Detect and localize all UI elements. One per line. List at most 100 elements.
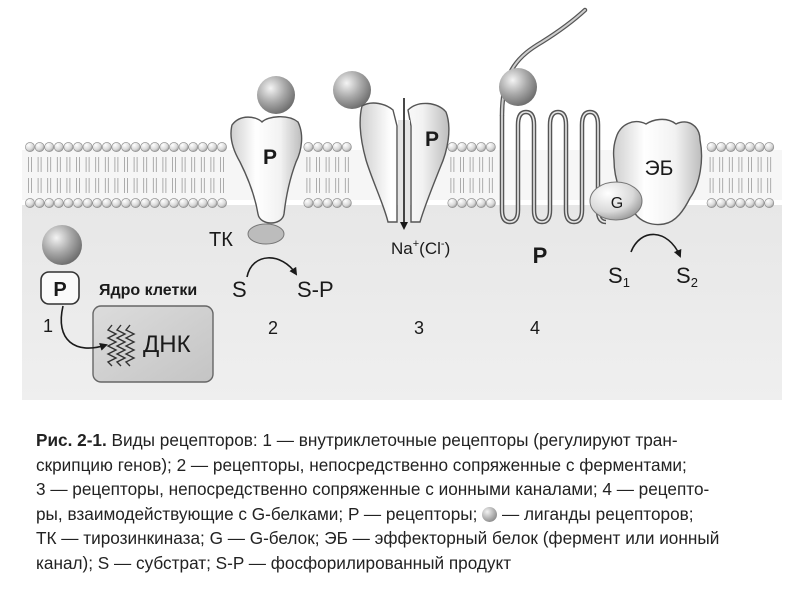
g-protein-label: G bbox=[611, 195, 623, 212]
lipid-head bbox=[735, 198, 746, 208]
lipid-tail bbox=[66, 157, 71, 172]
lipid-head bbox=[159, 198, 170, 208]
lipid-tail bbox=[767, 178, 772, 193]
lipid-tail bbox=[172, 178, 176, 193]
lipid-head bbox=[466, 198, 477, 208]
lipid-tail bbox=[114, 157, 119, 172]
caption-text: Виды рецепторов: 1 — внутриклеточные рец… bbox=[106, 430, 678, 450]
lipid-head bbox=[735, 142, 746, 152]
ligand-icon bbox=[257, 76, 295, 114]
lipid-tail bbox=[95, 157, 100, 172]
lipid-head bbox=[140, 198, 151, 208]
lipid-tail bbox=[210, 178, 215, 193]
figure-caption: Рис. 2-1. Виды рецепторов: 1 — внутрикле… bbox=[36, 428, 778, 576]
lipid-head bbox=[332, 198, 343, 208]
lipid-head bbox=[322, 198, 333, 208]
lipid-head bbox=[44, 142, 55, 152]
s1-label: S1 bbox=[608, 263, 630, 290]
lipid-head bbox=[706, 198, 717, 208]
lipid-tail bbox=[172, 157, 176, 172]
lipid-head bbox=[73, 142, 83, 152]
lipid-tail bbox=[719, 157, 724, 172]
lipid-head bbox=[457, 142, 467, 152]
g-protein-coupled-receptor-group: P 4 bbox=[499, 7, 607, 338]
receptor-label: P bbox=[533, 243, 548, 268]
lipid-tail bbox=[200, 178, 205, 193]
lipid-tail bbox=[719, 178, 724, 193]
lipid-tail bbox=[181, 178, 186, 193]
lipid-tail bbox=[162, 178, 167, 193]
lipid-tail bbox=[56, 157, 61, 172]
number-1: 1 bbox=[43, 316, 53, 336]
lipid-head bbox=[447, 198, 458, 208]
lipid-tail bbox=[767, 157, 772, 172]
lipid-tail bbox=[124, 178, 128, 193]
lipid-head bbox=[92, 142, 103, 152]
lipid-head bbox=[178, 198, 189, 208]
lipid-tail bbox=[738, 178, 743, 193]
lipid-head bbox=[313, 198, 323, 208]
lipid-tail bbox=[738, 157, 743, 172]
lipid-head bbox=[101, 142, 112, 152]
lipid-head bbox=[457, 198, 467, 208]
enzyme-linked-receptor-group: P ТК S S-P 2 bbox=[209, 76, 334, 338]
caption-line: скрипцию генов); 2 — рецепторы, непосред… bbox=[36, 454, 687, 475]
lipid-tail bbox=[488, 178, 493, 193]
lipid-head bbox=[332, 142, 343, 152]
lipid-head bbox=[476, 142, 487, 152]
lipid-head bbox=[725, 142, 736, 152]
lipid-head bbox=[764, 198, 775, 208]
receptor-label: P bbox=[425, 128, 439, 151]
lipid-head bbox=[745, 198, 755, 208]
ion-channel-receptor bbox=[359, 102, 450, 223]
caption-text: ры, взаимодействующие с G-белками; P — р… bbox=[36, 503, 478, 524]
lipid-head bbox=[706, 142, 717, 152]
lipid-tail bbox=[479, 178, 484, 193]
lipid-tail bbox=[210, 157, 215, 172]
lipid-head bbox=[485, 198, 496, 208]
ligand-icon bbox=[499, 68, 537, 106]
caption-heading: Рис. 2-1. bbox=[36, 430, 107, 450]
lipid-head bbox=[764, 142, 775, 152]
lipid-head bbox=[217, 198, 227, 208]
lipid-head bbox=[53, 142, 64, 152]
lipid-head bbox=[197, 198, 208, 208]
lipid-head bbox=[716, 198, 727, 208]
g-protein bbox=[589, 181, 643, 221]
lipid-tail bbox=[709, 178, 714, 193]
cell-nucleus bbox=[92, 305, 214, 383]
lipid-tail bbox=[748, 178, 752, 193]
lipid-tail bbox=[28, 178, 32, 193]
lipid-tail bbox=[143, 157, 148, 172]
lipid-tail bbox=[220, 157, 224, 172]
lipid-head bbox=[476, 198, 487, 208]
lipid-tail bbox=[469, 157, 474, 172]
lipid-tail bbox=[450, 157, 455, 172]
lipid-head bbox=[130, 142, 141, 152]
lipid-tail bbox=[104, 178, 109, 193]
receptor-label: P bbox=[263, 146, 277, 169]
lipid-head bbox=[101, 198, 112, 208]
lipid-head bbox=[63, 142, 74, 152]
lipid-tail bbox=[191, 157, 196, 172]
phosphorylation-arrow bbox=[246, 257, 298, 278]
lipid-tail bbox=[66, 178, 71, 193]
lipid-head bbox=[169, 142, 179, 152]
ion-channel-receptor-group: P Na+(Cl-) 3 bbox=[333, 71, 450, 338]
lipid-tail bbox=[181, 157, 186, 172]
dna-helix-icon bbox=[106, 324, 136, 367]
lipid-head bbox=[25, 142, 35, 152]
lipid-head bbox=[130, 198, 141, 208]
lipid-tail bbox=[220, 178, 224, 193]
lipid-head bbox=[53, 198, 64, 208]
caption-line: ТК — тирозинкиназа; G — G-белок; ЭБ — эф… bbox=[36, 528, 720, 549]
lipid-tail bbox=[85, 178, 90, 193]
lipid-head bbox=[63, 198, 74, 208]
ligand-icon bbox=[333, 71, 371, 109]
lipid-head bbox=[92, 198, 103, 208]
lipid-tail bbox=[76, 157, 80, 172]
lipid-tail bbox=[479, 157, 484, 172]
lipid-head bbox=[34, 198, 45, 208]
lipid-tail bbox=[104, 157, 109, 172]
lipid-head bbox=[754, 198, 765, 208]
